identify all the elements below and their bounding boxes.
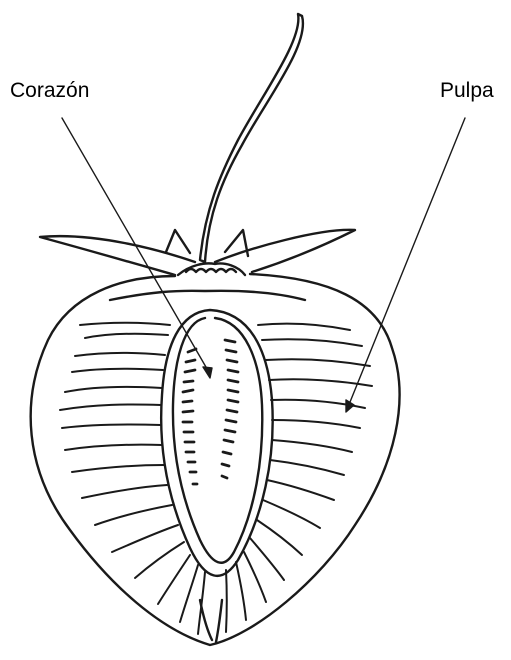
arrow-pulpa-head: [346, 400, 354, 412]
sepal-left: [40, 236, 195, 275]
arrow-pulpa-line: [348, 118, 465, 407]
heart-streaks-left: [183, 349, 197, 484]
heart-outline: [161, 310, 273, 576]
vascular-lines-left: [60, 323, 205, 634]
sepal-left-tip: [166, 230, 190, 253]
label-pulpa: Pulpa: [440, 80, 494, 101]
sepal-right: [215, 230, 355, 272]
arrow-corazon-head: [203, 367, 212, 378]
heart-inner-line: [173, 318, 262, 563]
heart-streaks-right: [222, 340, 238, 478]
tip-detail: [200, 600, 222, 642]
stem: [200, 14, 303, 262]
vascular-lines-right: [226, 324, 372, 632]
arrow-corazon-line: [62, 118, 210, 374]
label-corazon: Corazón: [10, 80, 89, 101]
calyx-ruffle: [186, 269, 236, 272]
upper-pith-line: [110, 291, 305, 300]
